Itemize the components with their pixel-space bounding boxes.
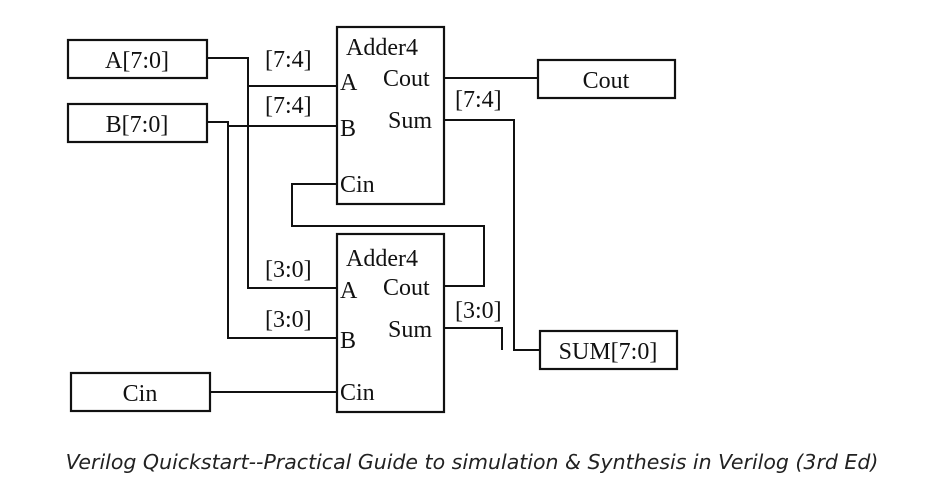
wire-sum-upper (444, 119, 540, 351)
adder-lower-port-sum: Sum (388, 317, 432, 343)
bus-label-lower-a: [3:0] (265, 257, 312, 283)
adder-lower-port-b: B (340, 328, 356, 354)
adder-lower-port-cout: Cout (383, 275, 430, 301)
adder-lower-port-cin: Cin (340, 380, 375, 406)
bus-label-upper-sum: [7:4] (455, 87, 502, 113)
wires (207, 57, 540, 393)
adder-upper-port-cout: Cout (383, 66, 430, 92)
bus-label-upper-a: [7:4] (265, 47, 312, 73)
wire-a-upper (207, 57, 337, 87)
bus-label-lower-b: [3:0] (265, 307, 312, 333)
input-cin-box: Cin (69, 371, 212, 413)
input-a-box: A[7:0] (66, 38, 209, 80)
input-b-label: B[7:0] (106, 112, 169, 138)
output-cout-label: Cout (583, 68, 630, 94)
adder-upper-port-b: B (340, 116, 356, 142)
input-b-box: B[7:0] (66, 102, 209, 144)
adder-lower-title: Adder4 (346, 246, 418, 272)
adder-upper-port-sum: Sum (388, 108, 432, 134)
wire-carry-chain (291, 183, 485, 287)
wire-b-upper (207, 121, 337, 127)
wire-a-lower (247, 86, 337, 289)
adder-lower-port-a: A (340, 278, 358, 304)
input-cin-label: Cin (123, 381, 158, 407)
wire-sum-lower (444, 327, 503, 350)
output-sum-label: SUM[7:0] (559, 339, 658, 365)
input-a-label: A[7:0] (105, 48, 169, 74)
adder-upper-port-a: A (340, 70, 358, 96)
bus-label-lower-sum: [3:0] (455, 298, 502, 324)
adder-upper-port-cin: Cin (340, 172, 375, 198)
bus-labels: [7:4] [7:4] [7:4] [3:0] [3:0] [3:0] (265, 47, 502, 333)
wire-b-lower (227, 126, 337, 339)
figure-caption: Verilog Quickstart--Practical Guide to s… (66, 450, 879, 474)
adder-upper-title: Adder4 (346, 35, 418, 61)
output-sum-box: SUM[7:0] (538, 329, 679, 371)
adder-lower: Adder4 A Cout Sum B Cin (335, 232, 446, 414)
output-cout-box: Cout (536, 58, 677, 100)
bus-label-upper-b: [7:4] (265, 93, 312, 119)
adder-upper: Adder4 A Cout Sum B Cin (335, 25, 446, 206)
